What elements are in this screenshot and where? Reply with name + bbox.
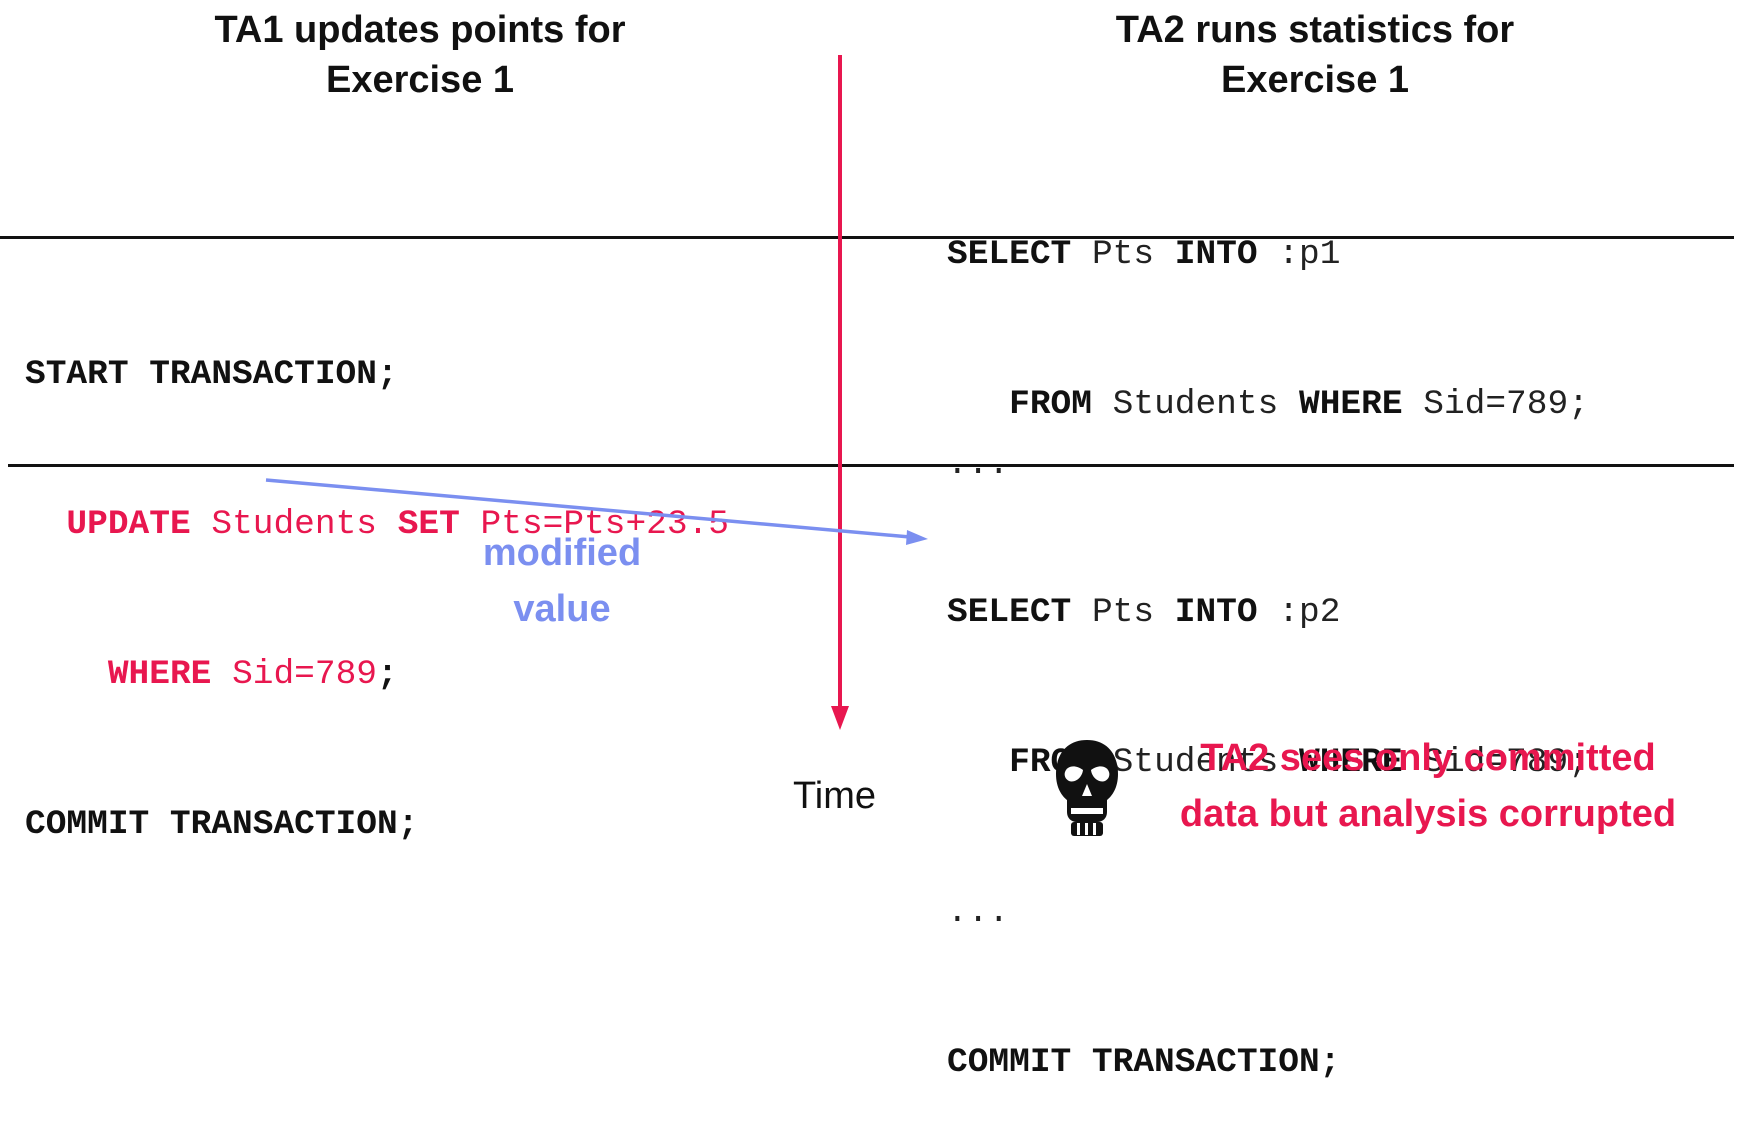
divider-top — [0, 236, 1734, 239]
sql-text: ; — [377, 655, 398, 694]
ta1-heading-line1: TA1 updates points for — [214, 9, 626, 51]
sql-text: Pts — [1071, 593, 1175, 632]
ta2-ellipsis-mid: ... — [947, 340, 1009, 540]
sql-text: :p1 — [1257, 235, 1341, 274]
sql-commit-transaction: COMMIT TRANSACTION; — [25, 805, 419, 844]
sql-text: Pts — [1071, 235, 1175, 274]
ta2-heading-line1: TA2 runs statistics for — [1115, 9, 1515, 51]
modified-label-line2: value — [513, 588, 611, 630]
modified-value-label: modified value — [442, 525, 682, 637]
code-line: SELECT Pts INTO :p2 — [947, 588, 1589, 638]
ta2-heading-line2: Exercise 1 — [1220, 59, 1410, 101]
sql-keyword: WHERE — [1299, 385, 1403, 424]
sql-text: Students — [1091, 743, 1299, 782]
sql-text: Students — [1091, 385, 1299, 424]
sql-keyword: INTO — [1174, 593, 1258, 632]
time-axis-label: Time — [793, 775, 877, 817]
sql-text: Sid=789 — [211, 655, 377, 694]
sql-indent — [947, 743, 1009, 782]
sql-indent — [25, 655, 108, 694]
skull-icon — [1056, 740, 1118, 836]
warning-line1: TA2 sees only committed — [1200, 737, 1656, 779]
sql-keyword: FROM — [1009, 385, 1092, 424]
sql-keyword: SELECT — [947, 235, 1072, 274]
sql-commit-transaction: COMMIT TRANSACTION; — [947, 1043, 1341, 1082]
modified-value-arrowhead — [906, 530, 928, 545]
sql-text: Students — [190, 505, 398, 544]
sql-start-transaction: START TRANSACTION; — [25, 355, 398, 394]
sql-text: :p2 — [1257, 593, 1341, 632]
divider-bottom — [8, 464, 1734, 467]
sql-keyword: WHERE — [1299, 743, 1403, 782]
ta2-select-p1-block: SELECT Pts INTO :p1 FROM Students WHERE … — [947, 130, 1589, 480]
sql-keyword: INTO — [1174, 235, 1258, 274]
sql-keyword: WHERE — [107, 655, 212, 694]
code-line: FROM Students WHERE Sid=789; — [947, 380, 1589, 430]
ta2-heading: TA2 runs statistics for Exercise 1 — [985, 5, 1645, 105]
sql-text: Sid=789; — [1402, 385, 1589, 424]
modified-label-line1: modified — [482, 532, 642, 574]
code-line: WHERE Sid=789; — [25, 650, 729, 700]
sql-keyword: SELECT — [947, 593, 1072, 632]
timeline-arrowhead — [831, 706, 849, 730]
ta1-heading-line2: Exercise 1 — [325, 59, 515, 101]
sql-indent — [25, 505, 66, 544]
ta1-heading: TA1 updates points for Exercise 1 — [95, 5, 745, 105]
warning-text: TA2 sees only committed data but analysi… — [1138, 730, 1718, 842]
sql-keyword: UPDATE — [66, 505, 191, 544]
code-line: SELECT Pts INTO :p1 — [947, 230, 1589, 280]
warning-line2: data but analysis corrupted — [1179, 793, 1677, 835]
sql-ellipsis: ... — [947, 893, 1010, 932]
sql-text: Sid=789; — [1402, 743, 1589, 782]
sql-ellipsis: ... — [947, 445, 1010, 484]
